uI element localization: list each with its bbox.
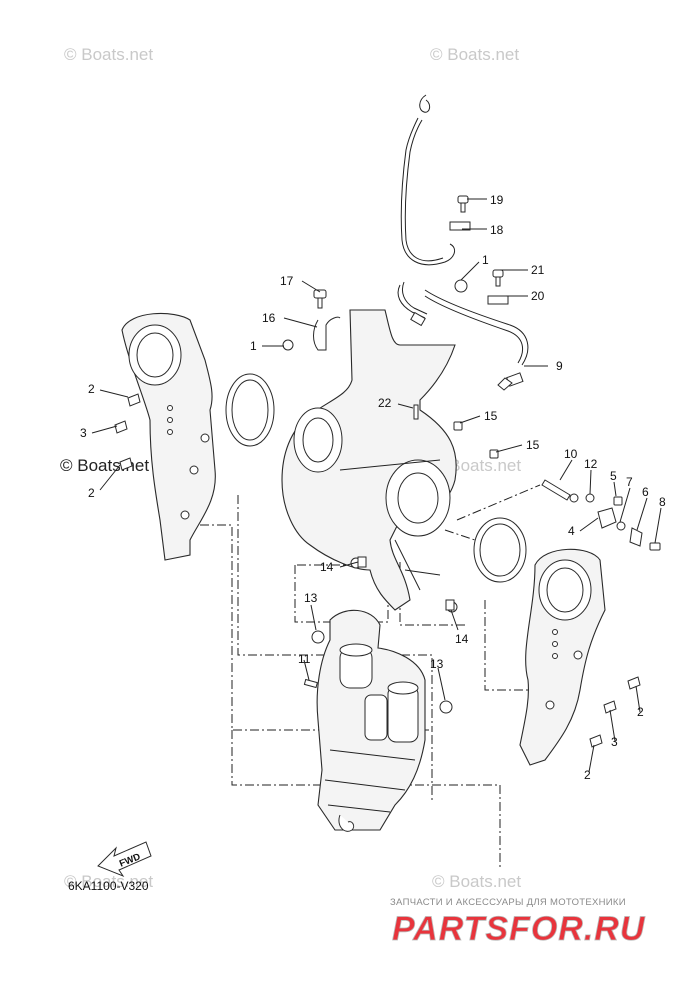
callout-14-left: 14 xyxy=(320,560,334,574)
callout-4: 4 xyxy=(568,524,575,538)
brand-tagline: ЗАПЧАСТИ И АКСЕССУАРЫ ДЛЯ МОТОТЕХНИКИ xyxy=(390,897,626,908)
callout-2-right-bottom: 2 xyxy=(584,768,591,782)
callout-2-left-top: 2 xyxy=(88,382,95,396)
callout-18: 18 xyxy=(490,223,504,237)
callout-13-left: 13 xyxy=(304,591,318,605)
callout-6: 6 xyxy=(642,485,649,499)
hydraulic-pipe xyxy=(397,94,529,391)
callout-3-right: 3 xyxy=(611,735,618,749)
callout-22: 22 xyxy=(378,396,392,410)
callout-14-right: 14 xyxy=(455,632,469,646)
leader-lines xyxy=(91,198,662,773)
callout-8: 8 xyxy=(659,495,666,509)
callout-16: 16 xyxy=(262,311,276,325)
clamp-parts xyxy=(282,195,509,351)
callout-15-upper: 15 xyxy=(484,409,498,423)
pin-parts xyxy=(114,393,661,748)
left-clamp-bracket xyxy=(121,312,216,561)
callout-19: 19 xyxy=(490,193,504,207)
callout-3-left: 3 xyxy=(80,426,87,440)
watermark-top-left: © Boats.net xyxy=(64,45,153,64)
callout-2-left-bottom: 2 xyxy=(88,486,95,500)
callout-7: 7 xyxy=(626,475,633,489)
watermark-top-right: © Boats.net xyxy=(430,45,519,64)
callout-numbers: 19 18 1 21 20 17 16 1 9 2 22 15 3 15 10 … xyxy=(80,193,666,782)
callout-17: 17 xyxy=(280,274,294,288)
callout-2-right-top: 2 xyxy=(637,705,644,719)
watermark-mid-left: © Boats.net xyxy=(60,456,149,475)
callout-21: 21 xyxy=(531,263,545,277)
right-clamp-bracket xyxy=(519,548,606,766)
callout-20: 20 xyxy=(531,289,545,303)
brand-logo: PARTSFOR.RU xyxy=(392,910,646,948)
watermark-bottom-right: © Boats.net xyxy=(432,872,521,891)
callout-13-right: 13 xyxy=(430,657,444,671)
power-tilt-unit xyxy=(303,609,453,832)
callout-9: 9 xyxy=(556,359,563,373)
watermark-bottom-left: © Boats.net xyxy=(64,872,153,891)
fwd-arrow: FWD xyxy=(97,841,152,878)
swivel-bracket xyxy=(281,309,499,613)
callout-15-lower: 15 xyxy=(526,438,540,452)
callout-5: 5 xyxy=(610,469,617,483)
ring-parts xyxy=(225,373,527,583)
callout-10: 10 xyxy=(564,447,578,461)
callout-1-left: 1 xyxy=(250,339,257,353)
callout-11: 11 xyxy=(298,652,311,666)
diagram-code: 6KA1100-V320 xyxy=(68,879,149,893)
callout-12: 12 xyxy=(584,457,598,471)
callout-1-top: 1 xyxy=(482,253,489,267)
